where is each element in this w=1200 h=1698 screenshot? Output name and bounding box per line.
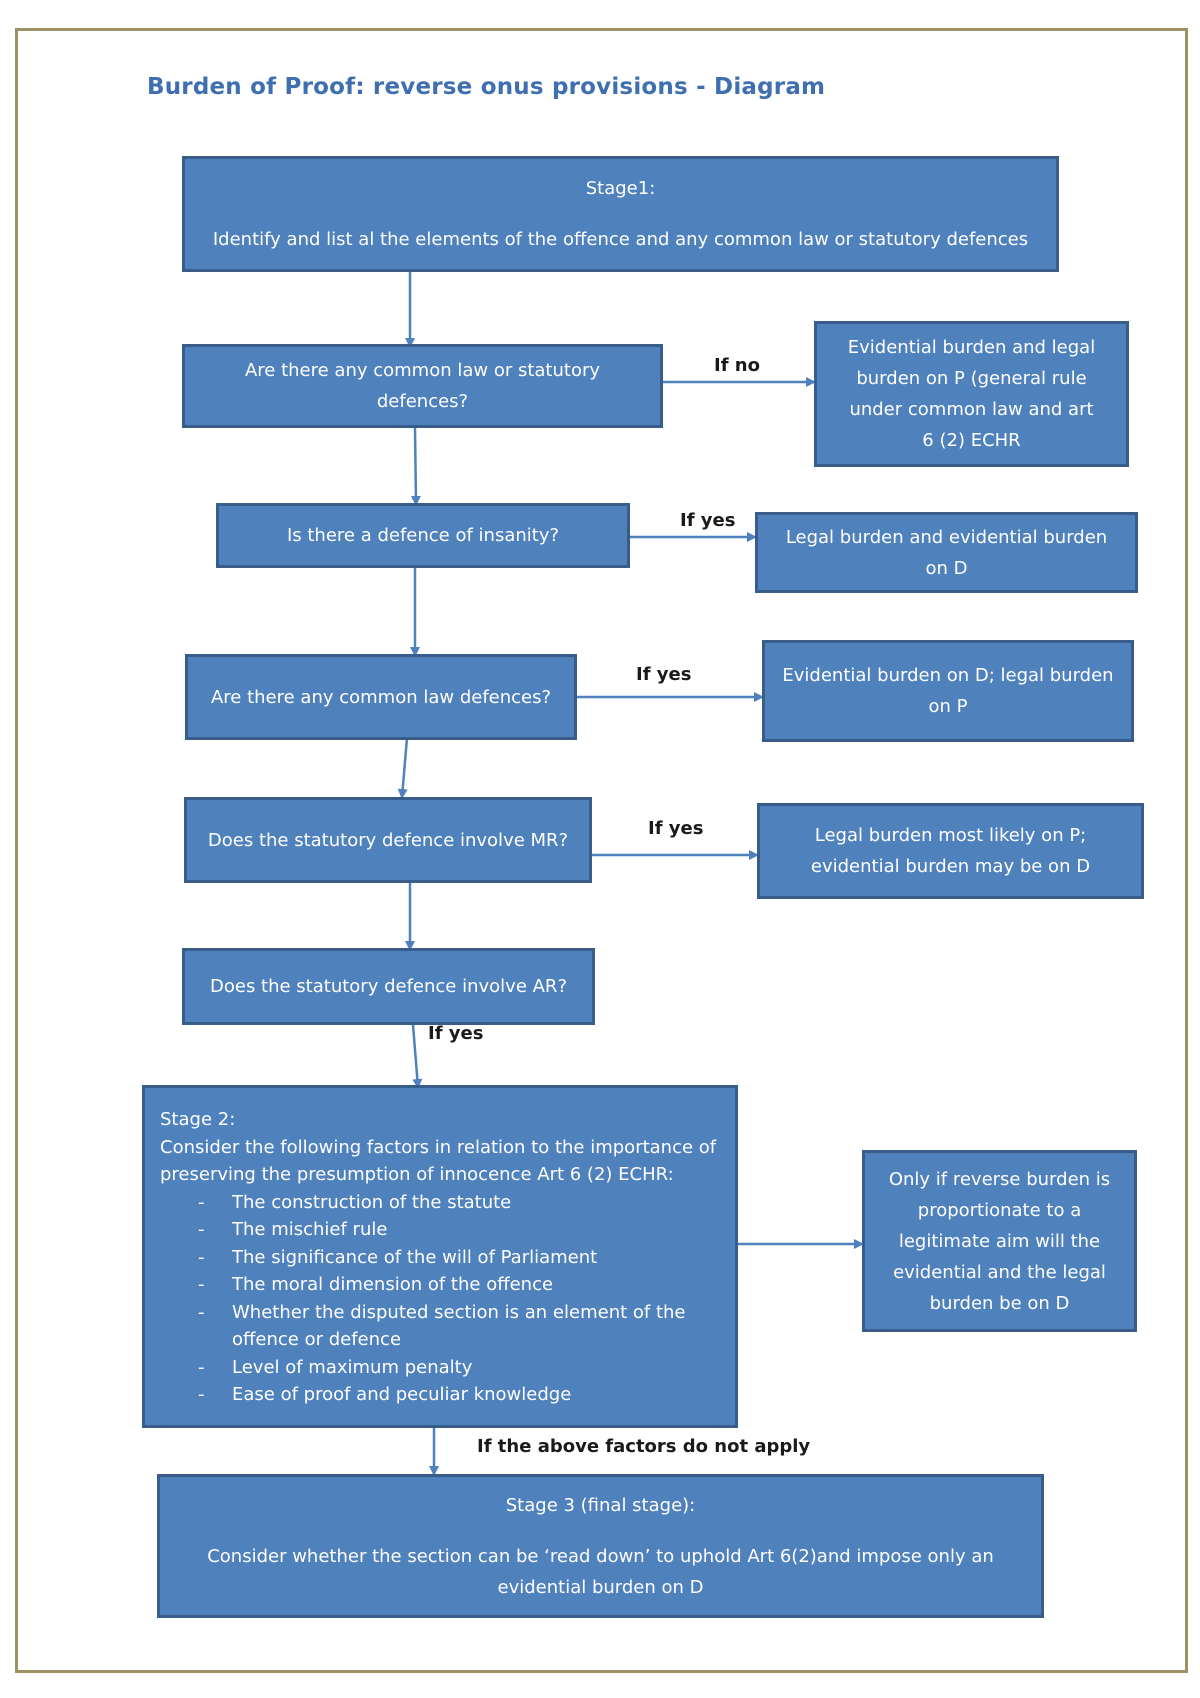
question-box-mens-rea: Does the statutory defence involve MR? [184,797,592,883]
question-text: Are there any common law or statutory de… [244,360,601,412]
edge-label-if-yes-insanity: If yes [680,510,736,531]
stage2-factor: The construction of the statute [160,1189,721,1217]
stage1-box: Stage1: Identify and list al the element… [182,156,1059,272]
edge-label-if-yes-common-law: If yes [636,664,692,685]
outcome-box-insanity: Legal burden and evidential burden on D [755,512,1138,593]
question-text: Is there a defence of insanity? [286,525,560,546]
question-text: Does the statutory defence involve MR? [207,829,569,851]
arrow-q1-to-q2 [410,427,421,506]
stage2-heading: Stage 2: [160,1109,236,1130]
outcome-text: Only if reverse burden is proportionate … [888,1168,1111,1314]
question-box-actus-reus: Does the statutory defence involve AR? [182,948,595,1025]
edge-label-if-yes-mens-rea: If yes [648,818,704,839]
arrow-q3-to-q4 [397,737,409,799]
question-text: Does the statutory defence involve AR? [210,976,567,997]
outcome-box-mens-rea: Legal burden most likely on P; evidentia… [757,803,1144,899]
question-box-common-law: Are there any common law defences? [185,654,577,740]
edge-label-if-yes-actus-reus: If yes [428,1023,484,1044]
outcome-box-common-law: Evidential burden on D; legal burden on … [762,640,1134,742]
question-box-insanity: Is there a defence of insanity? [216,503,630,568]
outcome-text: Legal burden and evidential burden on D [785,526,1108,579]
outcome-text: Evidential burden on D; legal burden on … [782,665,1114,717]
stage3-box: Stage 3 (final stage): Consider whether … [157,1474,1044,1618]
outcome-box-general-rule: Evidential burden and legal burden on P … [814,321,1129,467]
stage2-factor: The moral dimension of the offence [160,1271,721,1299]
edge-label-factors-not-apply: If the above factors do not apply [477,1436,811,1457]
stage1-text: Identify and list al the elements of the… [212,229,1029,250]
stage3-text: Consider whether the section can be ‘rea… [207,1545,994,1598]
page-border [15,28,1188,1673]
outcome-text: Evidential burden and legal burden on P … [847,337,1096,451]
edge-label-if-no: If no [714,355,760,376]
stage2-box: Stage 2: Consider the following factors … [142,1085,738,1428]
arrow-q5-to-stage2 [411,1024,423,1089]
stage2-factor: Level of maximum penalty [160,1354,721,1382]
stage1-heading: Stage1: [585,178,656,199]
stage2-factor-list: The construction of the statute The misc… [160,1189,721,1409]
question-text: Are there any common law defences? [210,686,552,708]
outcome-box-proportionality: Only if reverse burden is proportionate … [862,1150,1137,1332]
stage3-heading: Stage 3 (final stage): [505,1494,696,1516]
stage2-intro: Consider the following factors in relati… [160,1136,717,1186]
stage2-factor: The significance of the will of Parliame… [160,1244,721,1272]
outcome-text: Legal burden most likely on P; evidentia… [810,825,1091,877]
stage2-factor: Ease of proof and peculiar knowledge [160,1381,721,1409]
stage2-factor: The mischief rule [160,1216,721,1244]
question-box-common-or-statutory: Are there any common law or statutory de… [182,344,663,428]
diagram-title: Burden of Proof: reverse onus provisions… [147,74,826,100]
stage2-factor: Whether the disputed section is an eleme… [160,1299,721,1354]
